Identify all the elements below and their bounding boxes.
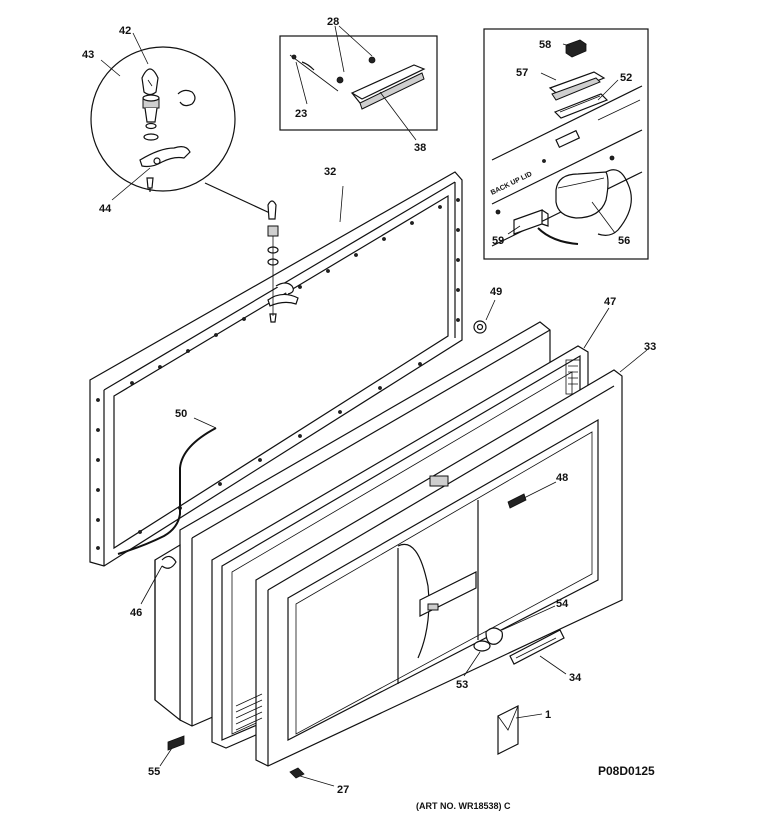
art-code: P08D0125 [598, 764, 655, 778]
callout-44: 44 [99, 203, 112, 215]
callout-1: 1 [545, 709, 551, 721]
callout-28: 28 [327, 16, 339, 28]
leader-lines [100, 25, 648, 787]
outer-door-panel [235, 369, 623, 767]
light-switch-inset: BACK UP LID [483, 28, 649, 260]
callout-49: 49 [490, 286, 502, 298]
callout-labels: 42 43 44 28 23 38 58 57 52 59 56 32 49 4… [82, 16, 656, 796]
callout-52: 52 [620, 72, 632, 84]
callout-46: 46 [130, 607, 142, 619]
small-parts [117, 320, 565, 779]
callout-34: 34 [569, 672, 582, 684]
callout-54: 54 [556, 598, 569, 610]
panel-text-back-up-lid: BACK UP LID [490, 171, 534, 197]
callout-57: 57 [516, 67, 528, 79]
callout-33: 33 [644, 341, 656, 353]
callout-50: 50 [175, 408, 187, 420]
callout-59: 59 [492, 235, 504, 247]
art-number: (ART NO. WR18538) C [416, 801, 511, 811]
callout-55: 55 [148, 766, 160, 778]
handle-inset [279, 35, 438, 131]
callout-56: 56 [618, 235, 630, 247]
callout-48: 48 [556, 472, 568, 484]
lid-frame-part [89, 171, 463, 567]
callout-42: 42 [119, 25, 131, 37]
callout-27: 27 [337, 784, 349, 796]
callout-38: 38 [414, 142, 426, 154]
callout-47: 47 [604, 296, 616, 308]
callout-32: 32 [324, 166, 336, 178]
callout-58: 58 [539, 39, 551, 51]
callout-23: 23 [295, 108, 307, 120]
hinge-stack [204, 182, 299, 323]
callout-43: 43 [82, 49, 94, 61]
hinge-detail-inset [90, 46, 236, 192]
callout-53: 53 [456, 679, 468, 691]
